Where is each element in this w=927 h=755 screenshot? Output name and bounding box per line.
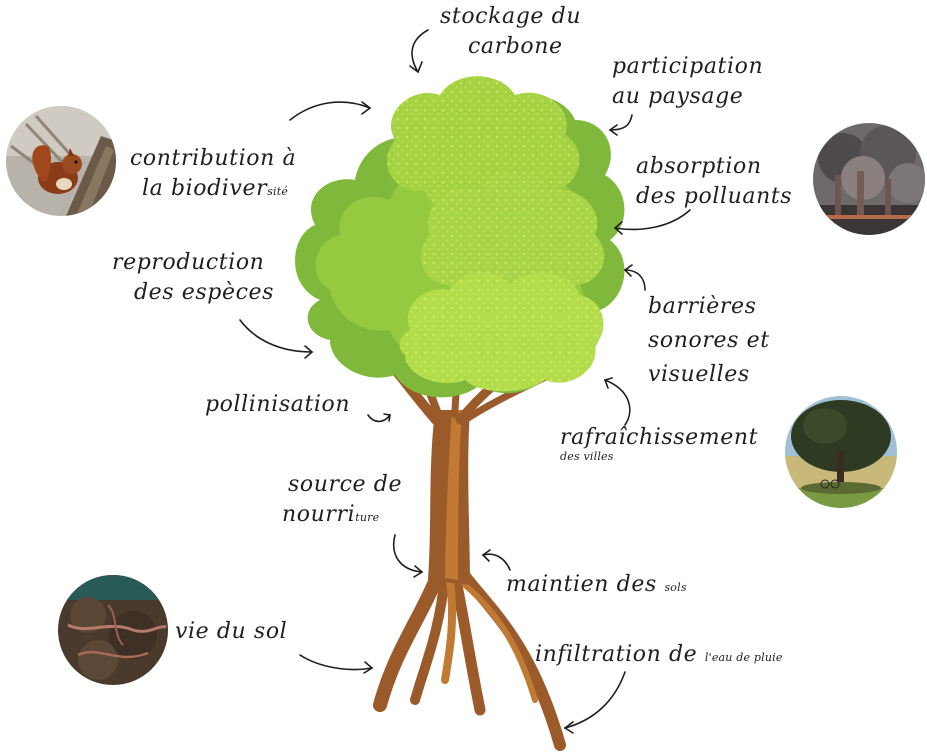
- arrow-nourriture: [393, 534, 424, 578]
- label-barrieres: barrières sonores et visuelles: [648, 290, 770, 392]
- arrow-pollinisation: [367, 413, 391, 423]
- label-nourriture-line1: source de: [288, 472, 403, 497]
- label-infiltration-main: infiltration de: [535, 642, 698, 667]
- label-maintien-sols: maintien des sols: [506, 570, 687, 603]
- squirrel-photo: [6, 106, 116, 216]
- shade-tree-photo: [785, 396, 897, 508]
- label-reproduction-line2: des espèces: [134, 280, 275, 305]
- label-polluants-line2: des polluants: [636, 184, 793, 209]
- label-barrieres-line2: sonores et: [648, 328, 770, 353]
- arrow-stockage: [409, 29, 429, 74]
- arrow-reproduction: [239, 319, 314, 359]
- label-polluants-line1: absorption: [636, 154, 762, 179]
- label-rafraichissement-line1: rafraîchissement: [560, 425, 759, 450]
- label-source-nourriture: source de nourriture: [282, 470, 402, 533]
- label-participation-paysage: participation au paysage: [612, 52, 763, 112]
- label-barrieres-line1: barrières: [648, 294, 757, 319]
- label-paysage-line1: participation: [612, 54, 764, 79]
- label-rafraichissement-line2: des villes: [560, 450, 614, 463]
- arrow-polluants: [613, 209, 691, 235]
- factory-smoke-photo: [813, 123, 925, 235]
- label-sols-small: sols: [664, 581, 687, 594]
- arrow-rafraichissement: [603, 377, 631, 426]
- label-nourriture-line2b: ture: [355, 511, 380, 524]
- label-stockage-carbone: stockage du carbone: [440, 2, 581, 62]
- earthworm-soil-photo: [58, 575, 168, 685]
- label-pollinisation: pollinisation: [205, 392, 351, 417]
- label-rafraichissement: rafraîchissement des villes: [560, 425, 758, 463]
- label-contribution-biodiversite: contribution à la biodiversité: [130, 144, 296, 207]
- label-reproduction-especes: reproduction des espèces: [112, 248, 274, 308]
- label-paysage-line2: au paysage: [612, 84, 744, 109]
- label-sols-main: maintien des: [506, 572, 657, 597]
- arrow-biodiversite: [289, 101, 372, 121]
- label-infiltration-small: l'eau de pluie: [704, 651, 783, 664]
- label-barrieres-line3: visuelles: [648, 362, 750, 387]
- label-stockage-line2: carbone: [468, 34, 563, 59]
- tree-foliage: [295, 76, 625, 398]
- label-absorption-polluants: absorption des polluants: [636, 152, 792, 212]
- label-biodiversite-line2a: la biodiver: [142, 176, 268, 201]
- label-vie-du-sol: vie du sol: [175, 619, 288, 644]
- tree-roots: [373, 563, 566, 751]
- label-biodiversite-line2b: sité: [267, 185, 289, 198]
- label-infiltration: infiltration de l'eau de pluie: [535, 640, 783, 673]
- arrow-sols: [481, 549, 511, 571]
- arrow-vie-sol: [299, 654, 374, 674]
- arrow-paysage: [608, 114, 633, 136]
- label-reproduction-line1: reproduction: [112, 250, 265, 275]
- arrow-barrieres: [623, 264, 646, 291]
- label-stockage-line1: stockage du: [440, 4, 582, 29]
- arrow-infiltration: [563, 671, 626, 734]
- label-nourriture-line2a: nourri: [282, 502, 356, 527]
- label-biodiversite-line1: contribution à: [130, 146, 297, 171]
